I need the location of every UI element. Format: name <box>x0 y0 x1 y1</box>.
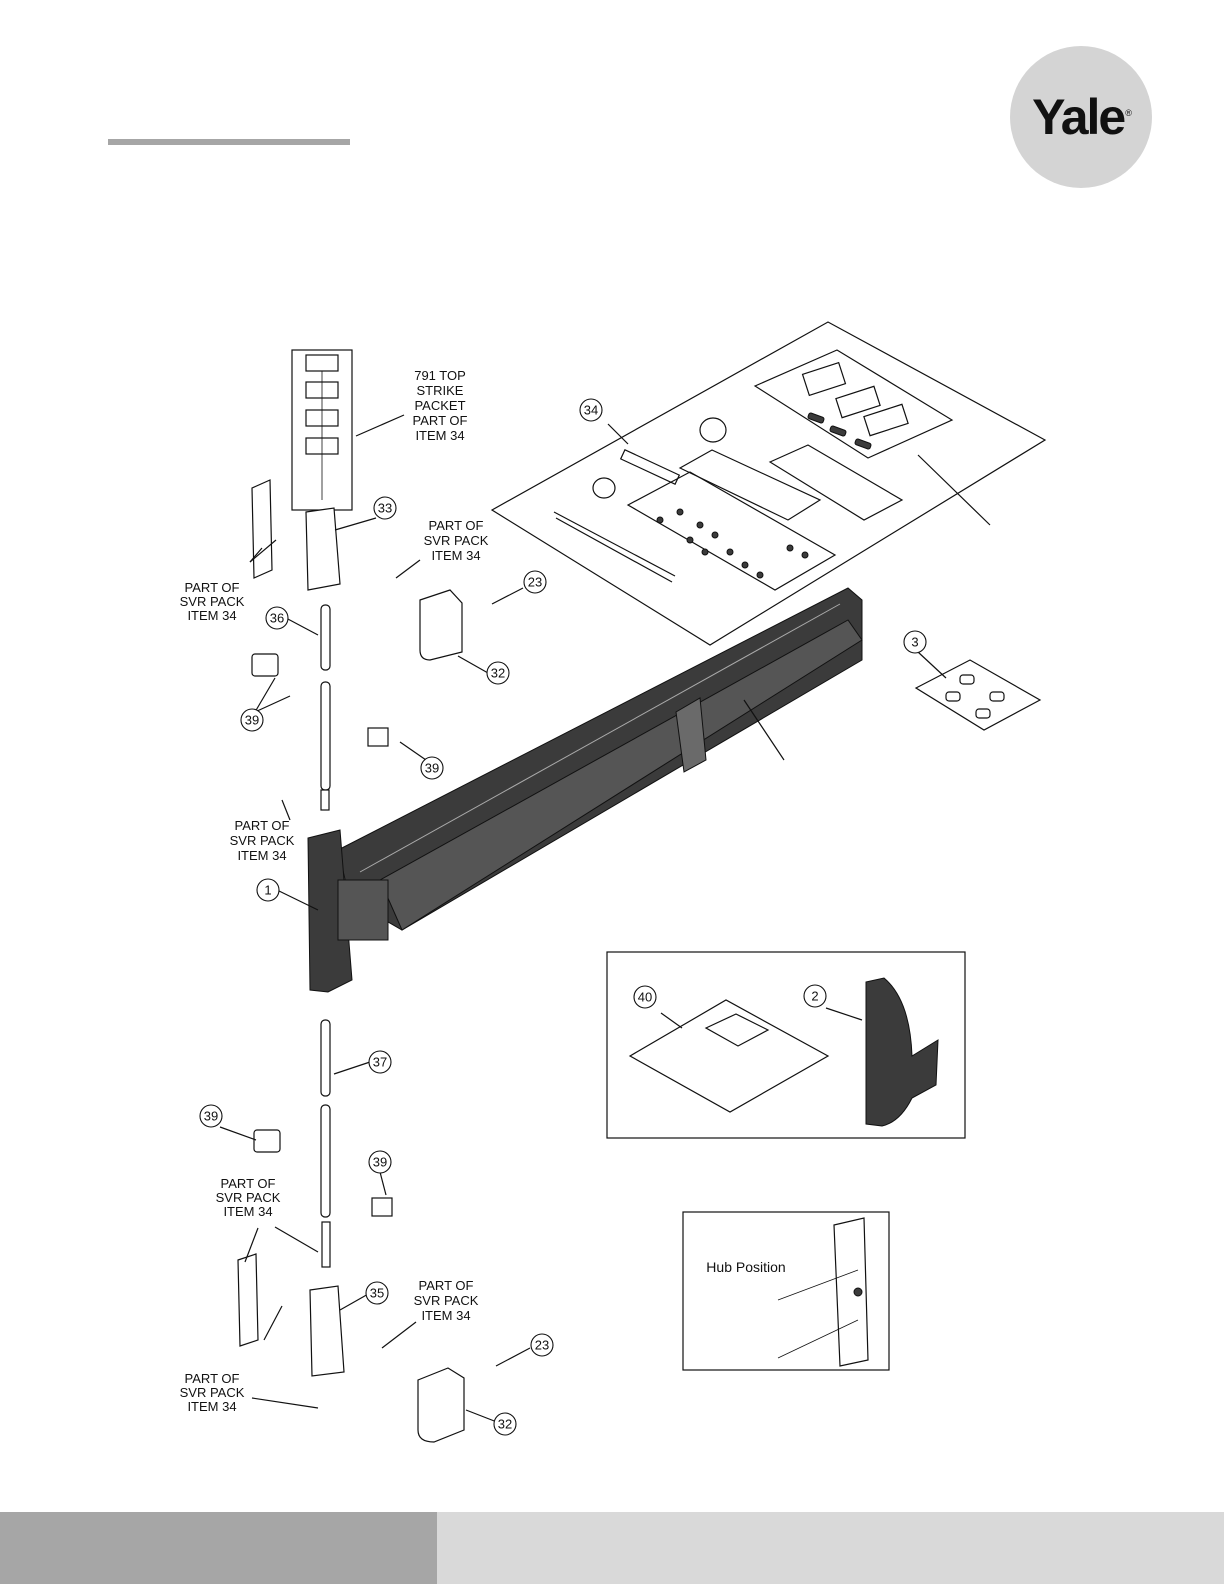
svg-text:23: 23 <box>528 575 542 590</box>
svg-text:37: 37 <box>373 1055 387 1070</box>
label-top-strike-packet: 791 TOP STRIKE PACKET PART OF ITEM 34 <box>413 368 468 443</box>
cover-32-lower <box>418 1368 464 1442</box>
label-svr-pack-lower-right: PART OF SVR PACK ITEM 34 <box>414 1278 479 1323</box>
caps-3 <box>916 660 1040 730</box>
svg-text:PART OF: PART OF <box>185 1371 240 1386</box>
upper-rods-36 <box>321 605 330 810</box>
callout-32-lower: 32 <box>494 1413 516 1435</box>
callout-39-d: 39 <box>369 1151 391 1173</box>
callout-39-c: 39 <box>200 1105 222 1127</box>
callout-2: 2 <box>804 985 826 1007</box>
svg-text:ITEM 34: ITEM 34 <box>431 548 480 563</box>
svg-text:3: 3 <box>911 635 918 650</box>
svg-text:ITEM 34: ITEM 34 <box>237 848 286 863</box>
svg-text:SVR PACK: SVR PACK <box>414 1293 479 1308</box>
callout-36: 36 <box>266 607 288 629</box>
svg-text:1: 1 <box>264 883 271 898</box>
cover-32-upper <box>420 590 462 660</box>
svg-text:SVR PACK: SVR PACK <box>216 1190 281 1205</box>
callout-34: 34 <box>580 399 602 421</box>
svg-text:PART OF: PART OF <box>419 1278 474 1293</box>
svg-text:SVR PACK: SVR PACK <box>180 594 245 609</box>
svg-text:ITEM 34: ITEM 34 <box>421 1308 470 1323</box>
svg-text:SVR PACK: SVR PACK <box>424 533 489 548</box>
callout-3: 3 <box>904 631 926 653</box>
label-svr-pack-lower-left: PART OF SVR PACK ITEM 34 <box>216 1176 281 1219</box>
top-latch-33 <box>252 480 340 590</box>
svg-text:36: 36 <box>270 611 284 626</box>
bracket-39-b <box>368 728 388 746</box>
svg-text:39: 39 <box>245 713 259 728</box>
callout-37: 37 <box>369 1051 391 1073</box>
footer-bar-left <box>0 1512 437 1584</box>
bracket-39-d <box>372 1198 392 1216</box>
svg-text:2: 2 <box>811 989 818 1004</box>
svg-text:33: 33 <box>378 501 392 516</box>
label-svr-pack-top-right: PART OF SVR PACK ITEM 34 <box>424 518 489 563</box>
svg-text:PART OF: PART OF <box>429 518 484 533</box>
svg-text:SVR PACK: SVR PACK <box>180 1385 245 1400</box>
label-svr-pack-bottom: PART OF SVR PACK ITEM 34 <box>180 1371 245 1414</box>
callout-39-a: 39 <box>241 709 263 731</box>
bottom-latch-35 <box>238 1254 344 1376</box>
footer-bar-right <box>437 1512 1224 1584</box>
svg-text:PART OF: PART OF <box>221 1176 276 1191</box>
svg-text:40: 40 <box>638 990 652 1005</box>
svg-text:35: 35 <box>370 1286 384 1301</box>
svg-text:39: 39 <box>204 1109 218 1124</box>
lower-rods-37 <box>321 1020 330 1267</box>
bracket-39-a <box>252 654 278 676</box>
svg-text:32: 32 <box>491 666 505 681</box>
label-svr-pack-mid: PART OF SVR PACK ITEM 34 <box>230 818 295 863</box>
svg-text:39: 39 <box>373 1155 387 1170</box>
label-hub-position: Hub Position <box>706 1259 785 1275</box>
svg-text:34: 34 <box>584 403 598 418</box>
svg-text:791 TOP: 791 TOP <box>414 368 466 383</box>
svg-text:PART OF: PART OF <box>185 580 240 595</box>
callout-23-upper: 23 <box>524 571 546 593</box>
svg-text:ITEM 34: ITEM 34 <box>187 1399 236 1414</box>
svg-text:STRIKE: STRIKE <box>417 383 464 398</box>
callout-35: 35 <box>366 1282 388 1304</box>
svg-text:32: 32 <box>498 1417 512 1432</box>
callout-33: 33 <box>374 497 396 519</box>
callout-32-upper: 32 <box>487 662 509 684</box>
svg-text:23: 23 <box>535 1338 549 1353</box>
top-strike-packet <box>292 350 352 510</box>
svg-text:PART OF: PART OF <box>235 818 290 833</box>
svg-text:SVR PACK: SVR PACK <box>230 833 295 848</box>
svg-text:ITEM 34: ITEM 34 <box>415 428 464 443</box>
svg-text:ITEM 34: ITEM 34 <box>223 1204 272 1219</box>
callout-1: 1 <box>257 879 279 901</box>
svg-text:PACKET: PACKET <box>414 398 465 413</box>
callout-39-b: 39 <box>421 757 443 779</box>
callout-23-lower: 23 <box>531 1334 553 1356</box>
svg-text:PART OF: PART OF <box>413 413 468 428</box>
inset-hub-position <box>683 1212 889 1370</box>
parts-kit-34 <box>492 322 1045 645</box>
inset-box-40-2 <box>607 952 965 1138</box>
callout-40: 40 <box>634 986 656 1008</box>
label-svr-pack-top-left: PART OF SVR PACK ITEM 34 <box>180 580 245 623</box>
svg-text:39: 39 <box>425 761 439 776</box>
bracket-39-c <box>254 1130 280 1152</box>
svg-text:ITEM 34: ITEM 34 <box>187 608 236 623</box>
